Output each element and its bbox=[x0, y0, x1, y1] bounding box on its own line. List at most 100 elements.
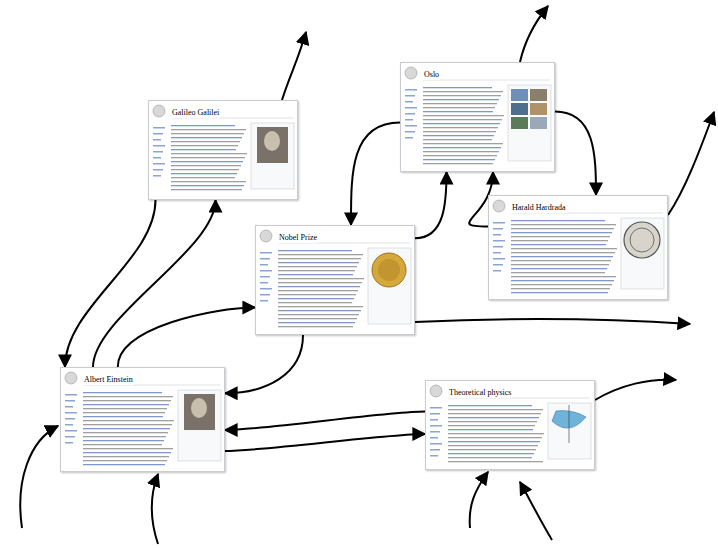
wiki-page: Theoretical physics bbox=[425, 380, 595, 470]
link-arrow bbox=[118, 308, 255, 368]
text-line bbox=[278, 258, 361, 259]
sidebar-line bbox=[493, 234, 501, 236]
sidebar-line bbox=[65, 442, 73, 444]
text-line bbox=[423, 159, 495, 160]
text-line bbox=[171, 125, 235, 126]
text-line bbox=[171, 177, 235, 178]
sidebar-line bbox=[153, 139, 161, 141]
infobox bbox=[368, 248, 411, 324]
text-line bbox=[171, 185, 244, 186]
link-arrow bbox=[555, 112, 596, 196]
logo bbox=[405, 67, 417, 79]
text-line bbox=[423, 151, 499, 152]
sidebar-line bbox=[405, 137, 413, 139]
text-line bbox=[511, 260, 611, 261]
wiki-page: Albert Einstein bbox=[60, 367, 225, 472]
text-line bbox=[278, 278, 364, 279]
text-line bbox=[83, 428, 170, 429]
text-line bbox=[83, 396, 173, 397]
sidebar-line bbox=[153, 175, 161, 177]
text-line bbox=[511, 236, 610, 237]
text-line bbox=[278, 302, 352, 303]
text-line bbox=[423, 103, 497, 104]
infobox bbox=[178, 390, 221, 461]
text-line bbox=[448, 405, 532, 406]
text-line bbox=[278, 254, 363, 255]
incoming-arrow bbox=[20, 426, 58, 528]
text-line bbox=[448, 425, 535, 426]
sidebar-line bbox=[493, 222, 505, 224]
sidebar-line bbox=[65, 436, 75, 438]
text-line bbox=[423, 135, 494, 136]
page-title: Harald Hardrada bbox=[511, 203, 567, 213]
text-line bbox=[423, 123, 500, 124]
text-line bbox=[278, 298, 354, 299]
sidebar-line bbox=[430, 437, 438, 439]
sidebar-line bbox=[65, 424, 73, 426]
text-line bbox=[171, 129, 246, 130]
text-line bbox=[448, 437, 542, 438]
text-line bbox=[511, 252, 615, 253]
text-line bbox=[171, 181, 246, 182]
text-line bbox=[278, 250, 352, 251]
portrait bbox=[257, 127, 288, 163]
sidebar-line bbox=[153, 157, 161, 159]
sidebar-line bbox=[260, 288, 272, 290]
link-arrow bbox=[225, 412, 425, 431]
text-line bbox=[83, 456, 169, 457]
sidebar-line bbox=[430, 419, 438, 421]
sidebar-line bbox=[493, 270, 501, 272]
photo bbox=[530, 117, 547, 129]
text-line bbox=[511, 292, 608, 293]
text-line bbox=[83, 404, 169, 405]
wiki-page: Oslo bbox=[400, 62, 555, 172]
logo bbox=[260, 230, 272, 242]
text-line bbox=[83, 432, 168, 433]
text-line bbox=[83, 460, 167, 461]
infobox bbox=[548, 403, 591, 459]
text-line bbox=[171, 169, 239, 170]
text-line bbox=[423, 163, 493, 164]
text-line bbox=[511, 264, 609, 265]
portrait bbox=[184, 394, 215, 430]
sidebar-line bbox=[65, 418, 75, 420]
text-line bbox=[511, 224, 616, 225]
sidebar-line bbox=[430, 413, 440, 415]
text-line bbox=[448, 461, 543, 462]
page-title: Nobel Prize bbox=[278, 233, 318, 243]
text-line bbox=[423, 95, 501, 96]
logo bbox=[153, 105, 165, 117]
outgoing-arrow bbox=[282, 32, 306, 100]
sidebar-line bbox=[493, 246, 503, 248]
text-line bbox=[83, 440, 164, 441]
text-line bbox=[83, 412, 165, 413]
text-line bbox=[448, 445, 538, 446]
sidebar-line bbox=[430, 431, 440, 433]
text-line bbox=[448, 453, 534, 454]
sidebar-line bbox=[260, 276, 270, 278]
text-line bbox=[171, 153, 247, 154]
link-arrow bbox=[225, 434, 425, 451]
text-line bbox=[83, 444, 162, 445]
link-arrow bbox=[65, 200, 156, 367]
text-line bbox=[511, 284, 612, 285]
logo bbox=[65, 372, 77, 384]
text-line bbox=[511, 232, 612, 233]
text-line bbox=[171, 149, 236, 150]
text-line bbox=[423, 107, 495, 108]
sidebar-line bbox=[430, 455, 438, 457]
sidebar-line bbox=[405, 89, 417, 91]
text-line bbox=[511, 248, 617, 249]
link-arrow bbox=[415, 172, 447, 238]
sidebar-line bbox=[65, 412, 77, 414]
text-line bbox=[278, 266, 357, 267]
incoming-arrow bbox=[470, 472, 488, 528]
wiki-page: Galileo Galilei bbox=[148, 100, 298, 200]
text-line bbox=[83, 400, 171, 401]
text-line bbox=[171, 165, 241, 166]
text-line bbox=[423, 127, 498, 128]
text-line bbox=[278, 286, 360, 287]
logo bbox=[493, 200, 505, 212]
text-line bbox=[511, 280, 614, 281]
text-line bbox=[511, 244, 606, 245]
